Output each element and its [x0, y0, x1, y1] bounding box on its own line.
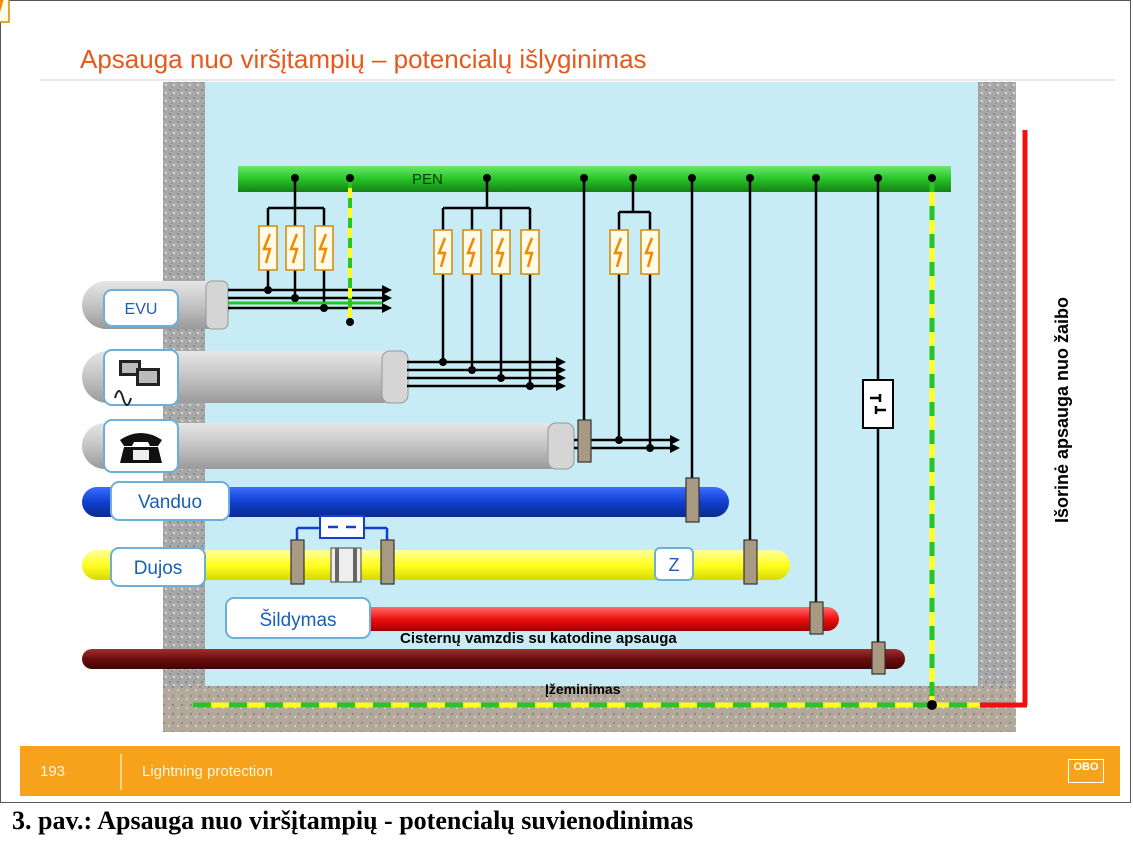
external-lightning-conductor	[980, 130, 1028, 708]
pen-bar	[238, 166, 951, 192]
evu-label-box: EVU	[103, 289, 179, 327]
tank-pipe-label: Cisternų vamzdis su katodine apsauga	[400, 630, 677, 647]
heating-pipe	[232, 607, 839, 631]
water-label-box: Vanduo	[110, 481, 230, 521]
earthing-label: Įžeminimas	[545, 681, 621, 697]
water-pipe	[82, 487, 729, 517]
right-wall	[978, 82, 1016, 732]
heating-label: Šildymas	[259, 609, 336, 631]
gas-label-box: Dujos	[110, 547, 206, 587]
gas-insulating-joint	[330, 547, 362, 583]
surge-arrester-icon	[0, 0, 10, 23]
slide-title: Apsauga nuo viršįtampių – potencialų išl…	[80, 44, 647, 74]
heating-label-box: Šildymas	[225, 597, 371, 639]
external-protection-label: Išorinė apsauga nuo žaibo	[1052, 297, 1072, 523]
figure-caption: 3. pav.: Apsauga nuo viršįtampių - poten…	[12, 806, 694, 835]
gas-meter-box: Z	[654, 547, 694, 581]
slide-footer: 193 Lightning protection OBO	[20, 746, 1120, 796]
telephone-icon	[103, 419, 179, 473]
gas-label: Dujos	[134, 558, 183, 579]
slide-page-number: 193	[40, 763, 66, 780]
evu-label: EVU	[125, 301, 158, 318]
isolating-spark-gap-icon	[862, 379, 894, 429]
equipotential-diagram: Išorinė apsauga nuo žaibo PEN Įžeminimas…	[0, 0, 1072, 732]
gas-meter-label: Z	[669, 555, 680, 575]
slide-frame	[0, 0, 1131, 803]
foundation	[163, 686, 1016, 732]
gas-pipe	[82, 550, 790, 580]
telephone-cable	[82, 423, 572, 469]
left-wall	[163, 82, 205, 732]
title-divider	[40, 79, 1115, 81]
footer-divider	[120, 754, 122, 790]
water-label: Vanduo	[138, 492, 202, 513]
pen-label: PEN	[412, 171, 443, 188]
tank-pipe	[82, 649, 905, 669]
footer-label: Lightning protection	[142, 763, 273, 780]
computer-network-icon	[103, 349, 179, 406]
obo-logo: OBO	[1068, 759, 1104, 783]
